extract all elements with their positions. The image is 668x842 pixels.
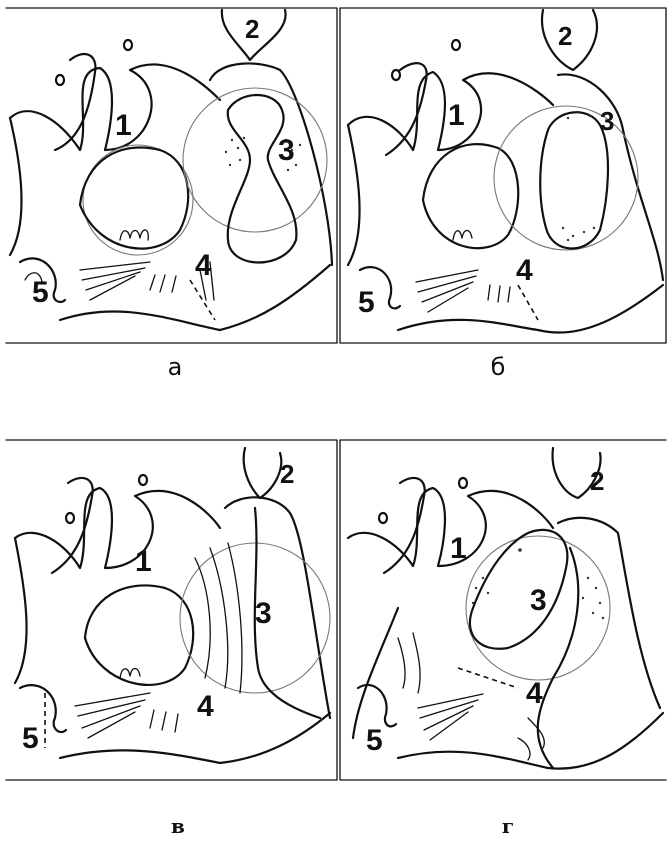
structure-3-stipple <box>562 111 595 241</box>
left-contour <box>348 125 360 265</box>
panel-a: 1 2 3 4 5 <box>0 0 340 345</box>
striations <box>418 694 483 740</box>
left-contour <box>15 538 27 683</box>
caption-a: а <box>145 353 205 381</box>
lower-contour <box>398 285 663 333</box>
cavity-outline <box>80 147 188 248</box>
lower-hatching <box>150 710 178 732</box>
structure-2-right <box>558 518 660 708</box>
structure-3-outline <box>228 95 297 263</box>
structure-3-circle <box>183 88 327 232</box>
panel-v-drawing: 1 2 3 4 5 <box>0 438 340 783</box>
small-ring-2 <box>56 75 64 85</box>
cavity-papillae <box>120 669 140 679</box>
panel-b-drawing: 1 2 3 4 5 <box>338 0 668 345</box>
striations <box>416 270 478 312</box>
small-ring-2 <box>379 513 387 523</box>
left-contour <box>353 608 398 738</box>
structure-1-inner <box>55 54 95 150</box>
cavity-outline <box>85 585 193 684</box>
label-3: 3 <box>600 106 614 136</box>
lower-hatching <box>488 285 510 302</box>
cavity-papillae <box>120 230 148 240</box>
label-2: 2 <box>245 14 259 44</box>
structure-3-outline <box>470 530 567 649</box>
structure-3-outline <box>540 112 608 248</box>
small-ring-1 <box>452 40 460 50</box>
label-1: 1 <box>448 99 465 132</box>
label-2: 2 <box>558 21 572 51</box>
left-folds <box>398 633 420 693</box>
label-5: 5 <box>32 276 49 309</box>
caption-v: в <box>148 814 208 838</box>
label-3: 3 <box>278 134 295 167</box>
label-2: 2 <box>590 466 604 496</box>
striations <box>75 693 150 738</box>
striations <box>80 262 150 300</box>
label-2: 2 <box>280 459 294 489</box>
structure-3-channel <box>538 548 579 768</box>
label-4: 4 <box>197 690 214 723</box>
label-5: 5 <box>358 286 375 319</box>
label-3: 3 <box>255 597 272 630</box>
small-ring-1 <box>124 40 132 50</box>
panel-g-frame <box>340 440 666 780</box>
lower-hatching <box>518 718 544 760</box>
caption-g: г <box>478 814 538 838</box>
structure-1-outline <box>15 488 220 568</box>
structure-1-inner <box>384 478 425 573</box>
panel-a-drawing: 1 2 3 4 5 <box>0 0 340 345</box>
left-contour <box>10 118 22 255</box>
small-ring-1 <box>459 478 467 488</box>
panel-b-frame <box>340 8 666 343</box>
caption-b: б <box>468 353 528 381</box>
dotted-line-g <box>458 668 518 688</box>
label-1: 1 <box>450 532 467 565</box>
small-ring-2 <box>66 513 74 523</box>
label-5: 5 <box>366 724 383 757</box>
label-1: 1 <box>135 545 152 578</box>
label-5: 5 <box>22 722 39 755</box>
label-4: 4 <box>516 254 533 287</box>
structure-3-circle <box>494 106 638 250</box>
panel-g: 1 2 3 4 5 <box>338 438 668 783</box>
dotted-line-a <box>190 280 215 320</box>
structure-2-top <box>244 448 282 498</box>
panel-a-frame <box>6 8 337 343</box>
small-ring-2 <box>392 70 400 80</box>
small-ring-1 <box>139 475 147 485</box>
panel-v: 1 2 3 4 5 <box>0 438 340 783</box>
label-4: 4 <box>526 677 543 710</box>
label-3: 3 <box>530 584 547 617</box>
panel-b: 1 2 3 4 5 <box>338 0 668 345</box>
label-4: 4 <box>195 249 212 282</box>
cavity-papillae <box>453 231 472 241</box>
panel-g-drawing: 1 2 3 4 5 <box>338 438 668 783</box>
dotted-line-b <box>518 285 538 320</box>
label-1: 1 <box>115 109 132 142</box>
